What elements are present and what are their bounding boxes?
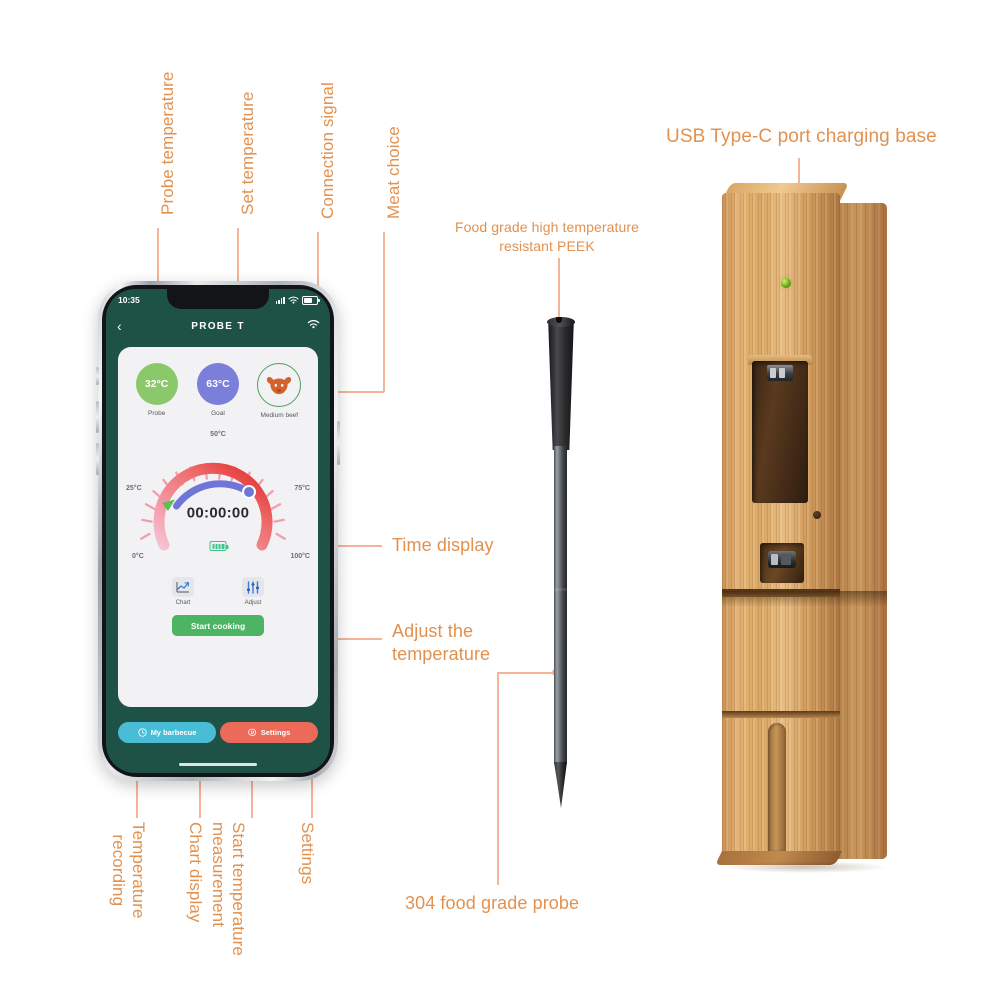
phone-volume-down-button[interactable] [96, 443, 99, 475]
base-step-shadow [722, 591, 887, 607]
settings-button[interactable]: Settings [220, 722, 318, 743]
leader-meat-choice-vertical [383, 232, 385, 392]
back-chevron-icon[interactable]: ‹ [117, 318, 123, 334]
settings-label: Settings [260, 728, 291, 737]
phone-screen: 10:35 ‹ PROBE T [106, 289, 330, 773]
tool-row: Chart [118, 577, 318, 606]
badge-label-meat: Medium beef [260, 412, 299, 419]
phone-notch [167, 289, 269, 309]
leader-304-probe-vertical [497, 673, 499, 885]
shaft-seam [554, 588, 567, 591]
annotation-temperature-recording: Temperature recording [108, 822, 148, 919]
probe-contact-connector [767, 365, 793, 381]
tool-label-chart: Chart [175, 600, 191, 606]
temperature-gauge[interactable] [128, 429, 308, 569]
annotation-304-probe: 304 food grade probe [405, 893, 580, 913]
badge-probe[interactable]: 32°C Probe [126, 363, 187, 417]
main-card: 32°C Probe 63°C Goal [118, 347, 318, 707]
triangle-marker-icon [162, 499, 175, 511]
leader-304-probe-horizontal [497, 672, 557, 674]
annotation-time-display: Time display [392, 535, 494, 555]
usb-c-port [768, 551, 796, 568]
phone-volume-up-button[interactable] [96, 401, 99, 433]
gear-icon [247, 728, 256, 737]
annotation-usb-c-base: USB Type-C port charging base [666, 126, 937, 147]
line-chart-icon [176, 581, 190, 593]
meat-probe-product [520, 317, 600, 808]
sliders-icon [247, 580, 259, 594]
phone-silent-switch[interactable] [96, 367, 99, 385]
peek-handle [548, 318, 574, 450]
gauge-section: 50°C 25°C 75°C 0°C 100°C 00:00:00 [118, 425, 318, 575]
page-title: PROBE T [191, 320, 245, 332]
gauge-tick-25: 25°C [126, 485, 142, 492]
battery-icon [302, 295, 320, 305]
app-bar: ‹ PROBE T [106, 311, 330, 341]
meat-choice-circle [257, 363, 302, 407]
annotation-peek-material: Food grade high temperature resistant PE… [455, 219, 640, 254]
bamboo-charging-base [712, 183, 897, 873]
leader-meat-choice-horizontal [292, 391, 384, 393]
leader-connection-signal [317, 232, 319, 336]
annotation-start-temperature-measurement: Start temperature measurement [208, 822, 248, 956]
slider-handle-icon [242, 485, 256, 499]
badge-goal[interactable]: 63°C Goal [187, 363, 248, 417]
chart-icon-box [172, 577, 194, 597]
tool-chart[interactable]: Chart [161, 577, 205, 606]
phone-power-button[interactable] [337, 421, 340, 465]
badge-label-probe: Probe [147, 410, 166, 417]
badge-row: 32°C Probe 63°C Goal [118, 347, 318, 419]
wifi-icon [288, 296, 299, 304]
bull-head-icon [267, 376, 292, 394]
base-step-lower [722, 711, 840, 718]
tool-label-adjust: Adjust [244, 600, 262, 606]
probe-slot [752, 361, 808, 503]
annotation-connection-signal: Connection signal [318, 82, 337, 219]
annotation-adjust-temperature: Adjust the temperature [392, 621, 491, 665]
device-battery-icon [209, 541, 229, 551]
annotation-set-temperature: Set temperature [238, 91, 257, 215]
annotation-probe-temperature: Probe temperature [158, 71, 177, 215]
adjust-icon-box [242, 577, 264, 597]
peek-handle-notch [556, 317, 562, 323]
tool-adjust[interactable]: Adjust [231, 577, 275, 606]
probe-slot-lip [748, 355, 812, 365]
start-cooking-button[interactable]: Start cooking [172, 615, 264, 636]
gauge-tick-75: 75°C [294, 485, 310, 492]
clock-icon [137, 728, 147, 737]
bottom-nav: My barbecue Settings [118, 722, 318, 743]
status-bar: 10:35 [106, 289, 330, 311]
base-side-face [838, 203, 887, 859]
base-drop-shadow [726, 861, 886, 873]
status-bar-time: 10:35 [118, 295, 140, 305]
leader-settings [311, 760, 313, 818]
gauge-tick-100: 100°C [290, 553, 310, 560]
leader-peek-material [558, 258, 560, 353]
probe-tip [554, 762, 567, 808]
leader-temperature-recording [136, 760, 138, 818]
gauge-tick-0: 0°C [132, 553, 144, 560]
leader-usb-c-base [798, 158, 800, 204]
my-barbecue-label: My barbecue [150, 728, 197, 737]
cellular-bars-icon [275, 296, 285, 304]
time-display: 00:00:00 [186, 504, 250, 522]
connection-signal-icon [307, 319, 320, 333]
annotation-chart-display: Chart display [186, 822, 205, 923]
badge-label-goal: Goal [211, 410, 225, 417]
stainless-steel-shaft [554, 446, 567, 764]
goal-temp-value: 63°C [196, 363, 239, 405]
annotation-settings: Settings [298, 822, 317, 885]
screw-hole [813, 511, 821, 519]
probe-temp-value: 32°C [135, 363, 178, 405]
base-vertical-groove [768, 723, 786, 851]
charging-led-indicator [781, 278, 791, 288]
annotation-meat-choice: Meat choice [384, 126, 403, 219]
badge-meat-choice[interactable]: Medium beef [249, 363, 310, 419]
gauge-tick-50: 50°C [210, 431, 226, 438]
home-indicator[interactable] [179, 763, 257, 766]
phone-mockup: 10:35 ‹ PROBE T [96, 281, 340, 781]
my-barbecue-button[interactable]: My barbecue [118, 722, 216, 743]
